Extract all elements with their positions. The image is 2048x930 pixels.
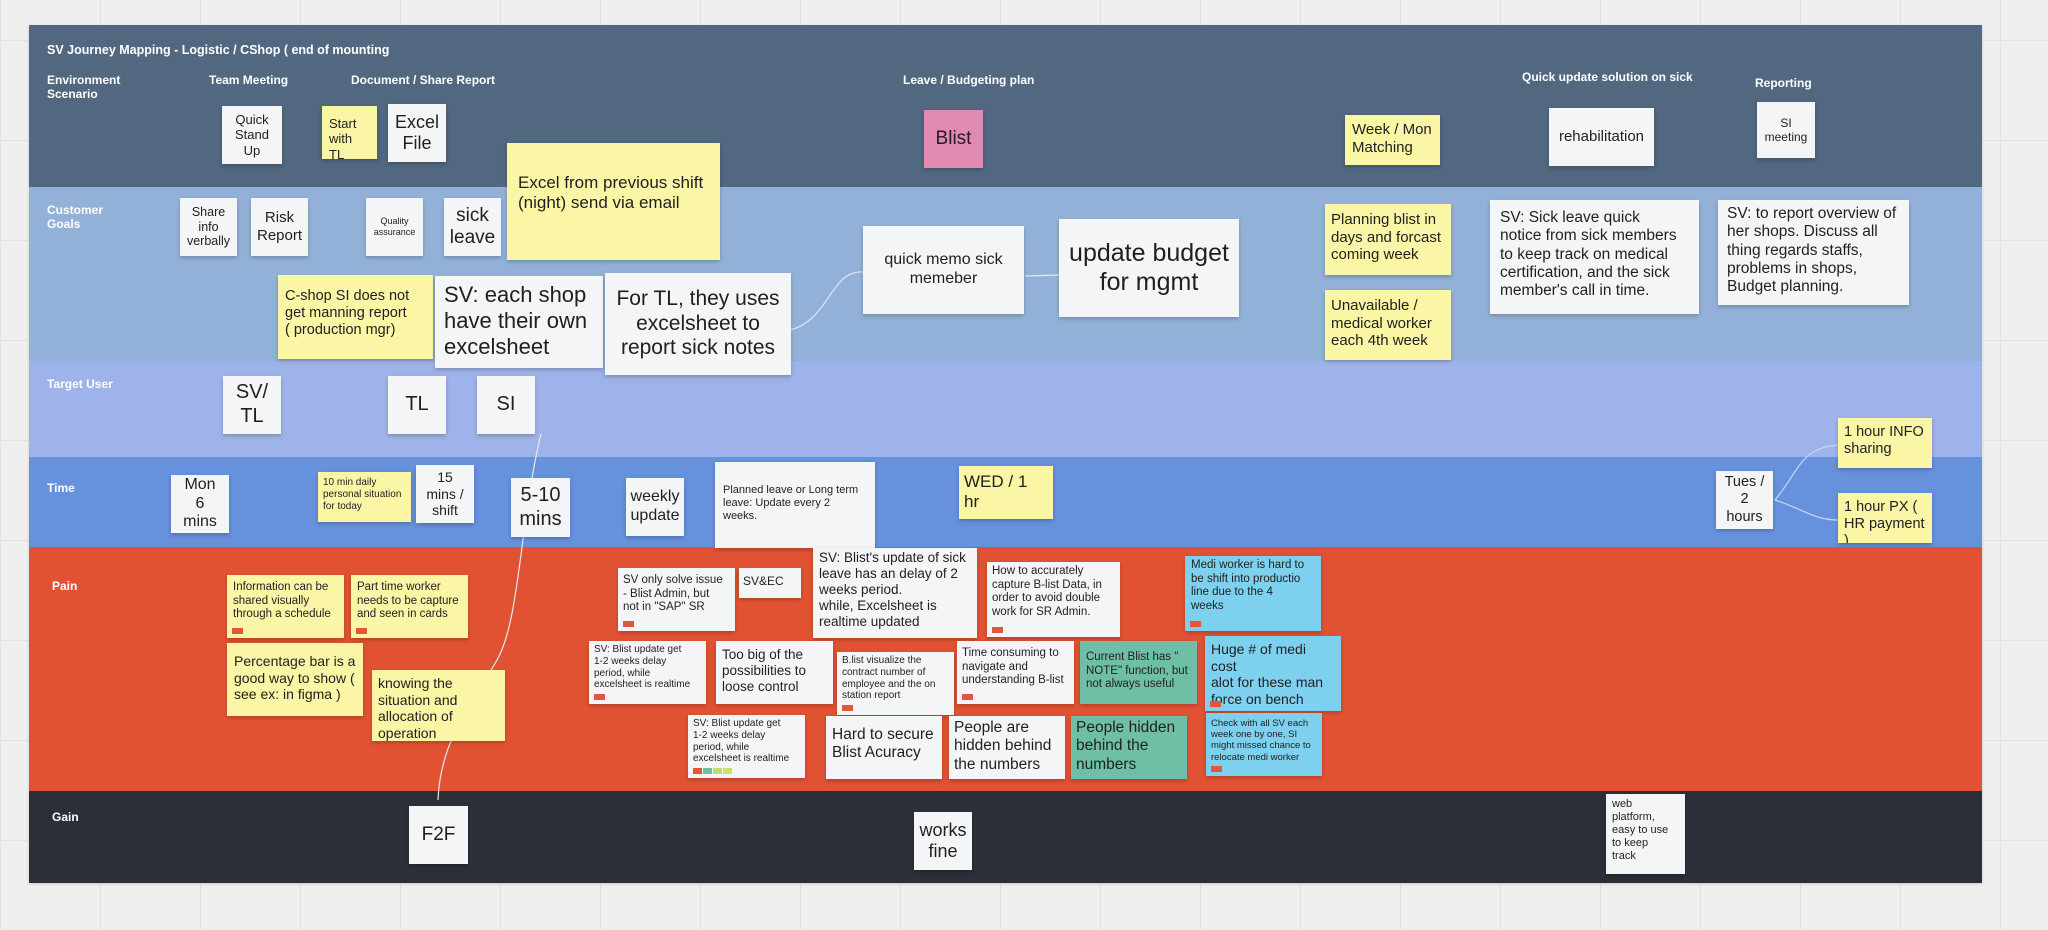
sticky-note[interactable]: Unavailable / medical worker each 4th we… [1325, 290, 1451, 360]
tag-marker [1190, 621, 1201, 627]
row-label-time: Time [47, 481, 75, 495]
tag-marker [723, 768, 732, 774]
sticky-note[interactable]: SV/ TL [223, 376, 281, 434]
sticky-note[interactable]: Huge # of medi cost alot for these man f… [1205, 636, 1341, 711]
row-target-user [29, 361, 1982, 457]
tag-marker [356, 628, 367, 634]
sticky-note[interactable]: People are hidden behind the numbers [949, 716, 1065, 779]
column-label-document-share: Document / Share Report [351, 73, 496, 87]
sticky-note[interactable]: SI meeting [1757, 102, 1815, 158]
sticky-note[interactable]: Week / Mon Matching [1345, 115, 1440, 165]
sticky-note[interactable]: Part time worker needs to be capture and… [351, 575, 468, 638]
sticky-note[interactable]: quick memo sick memeber [863, 226, 1024, 314]
sticky-note[interactable]: 5-10 mins [511, 478, 570, 537]
sticky-note[interactable]: web platform, easy to use to keep track [1606, 794, 1685, 874]
sticky-note[interactable]: Tues / 2 hours [1716, 471, 1773, 529]
tag-marker [693, 768, 702, 774]
sticky-note[interactable]: B.list visualize the contract number of … [837, 652, 954, 715]
sticky-note[interactable]: Excel from previous shift (night) send v… [507, 143, 720, 260]
sticky-note[interactable]: Medi worker is hard to be shift into pro… [1185, 556, 1321, 631]
sticky-note[interactable]: Too big of the possibilities to loose co… [716, 641, 833, 704]
sticky-note[interactable]: How to accurately capture B-list Data, i… [987, 562, 1120, 637]
sticky-note[interactable]: Risk Report [251, 198, 308, 256]
sticky-note[interactable]: SV: Blist update get 1-2 weeks delay per… [688, 715, 805, 778]
row-label-customer-goals: Customer Goals [47, 203, 104, 231]
row-gain [29, 791, 1982, 883]
sticky-note[interactable]: C-shop SI does not get manning report ( … [278, 275, 433, 359]
sticky-note[interactable]: Excel File [388, 104, 446, 162]
sticky-note[interactable]: F2F [409, 806, 468, 864]
sticky-note[interactable]: WED / 1 hr [959, 466, 1053, 519]
sticky-note[interactable]: sick leave [444, 198, 501, 256]
sticky-note[interactable]: SV: Blist's update of sick leave has an … [813, 548, 977, 638]
sticky-note[interactable]: Start with TL [322, 106, 377, 159]
sticky-note[interactable]: People hidden behind the numbers [1071, 716, 1187, 779]
sticky-note[interactable]: knowing the situation and allocation of … [372, 670, 505, 741]
tag-marker [594, 694, 605, 700]
sticky-note[interactable]: works fine [914, 812, 972, 870]
sticky-note[interactable]: rehabilitation [1549, 108, 1654, 166]
sticky-note[interactable]: For TL, they uses excelsheet to report s… [605, 273, 791, 375]
sticky-note[interactable]: SV: each shop have their own excelsheet [435, 276, 603, 368]
tag-marker [992, 627, 1003, 633]
sticky-note[interactable]: Time consuming to navigate and understan… [957, 641, 1074, 704]
sticky-note[interactable]: weekly update [626, 478, 684, 536]
sticky-note[interactable]: 15 mins / shift [416, 465, 474, 523]
sticky-note[interactable]: 1 hour PX ( HR payment ) [1838, 493, 1932, 543]
tag-marker [962, 694, 973, 700]
sticky-note[interactable]: Current Blist has " NOTE" function, but … [1080, 641, 1197, 704]
column-label-leave-budgeting: Leave / Budgeting plan [903, 73, 1035, 87]
row-label-gain: Gain [52, 810, 79, 824]
sticky-note[interactable]: Quality assurance [366, 198, 423, 256]
column-label-team-meeting: Team Meeting [209, 73, 289, 87]
row-label-target-user: Target User [47, 377, 113, 391]
sticky-note[interactable]: Share info verbally [180, 198, 237, 256]
column-label-reporting: Reporting [1755, 76, 1812, 90]
sticky-note[interactable]: Planned leave or Long term leave: Update… [715, 462, 875, 548]
row-label-pain: Pain [52, 579, 78, 593]
sticky-note[interactable]: SV: to report overview of her shops. Dis… [1718, 200, 1909, 305]
sticky-note[interactable]: Blist [924, 110, 983, 168]
sticky-note[interactable]: update budget for mgmt [1059, 219, 1239, 317]
sticky-note[interactable]: SI [477, 376, 535, 434]
sticky-note[interactable]: Planning blist in days and forcast comin… [1325, 204, 1451, 275]
sticky-note[interactable]: Information can be shared visually throu… [227, 575, 344, 638]
sticky-note[interactable]: Quick Stand Up [222, 106, 282, 164]
sticky-note[interactable]: Percentage bar is a good way to show ( s… [227, 643, 363, 716]
sticky-note[interactable]: SV: Sick leave quick notice from sick me… [1490, 200, 1699, 314]
sticky-note[interactable]: Mon 6 mins [171, 475, 229, 533]
tag-marker [703, 768, 712, 774]
tag-marker [232, 628, 243, 634]
tag-marker [1211, 766, 1222, 772]
sticky-note[interactable]: TL [388, 376, 446, 434]
column-label-quick-update: Quick update solution on sick [1522, 70, 1693, 84]
tag-marker [842, 705, 853, 711]
sticky-note[interactable]: Check with all SV each week one by one, … [1206, 713, 1322, 776]
sticky-note[interactable]: 10 min daily personal situation for toda… [318, 472, 411, 522]
sticky-note[interactable]: SV: Blist update get 1-2 weeks delay per… [589, 641, 706, 704]
tag-marker [623, 621, 634, 627]
sticky-note[interactable]: 1 hour INFO sharing [1838, 418, 1932, 468]
tag-marker [1210, 701, 1221, 707]
tag-marker [713, 768, 722, 774]
sticky-note[interactable]: SV only solve issue - Blist Admin, but n… [618, 568, 735, 631]
sticky-note[interactable]: SV&EC [739, 568, 801, 598]
column-label-environment: Environment Scenario [47, 73, 121, 101]
sticky-note[interactable]: Hard to secure Blist Acuracy [826, 716, 942, 779]
board-title: SV Journey Mapping - Logistic / CShop ( … [47, 43, 390, 57]
